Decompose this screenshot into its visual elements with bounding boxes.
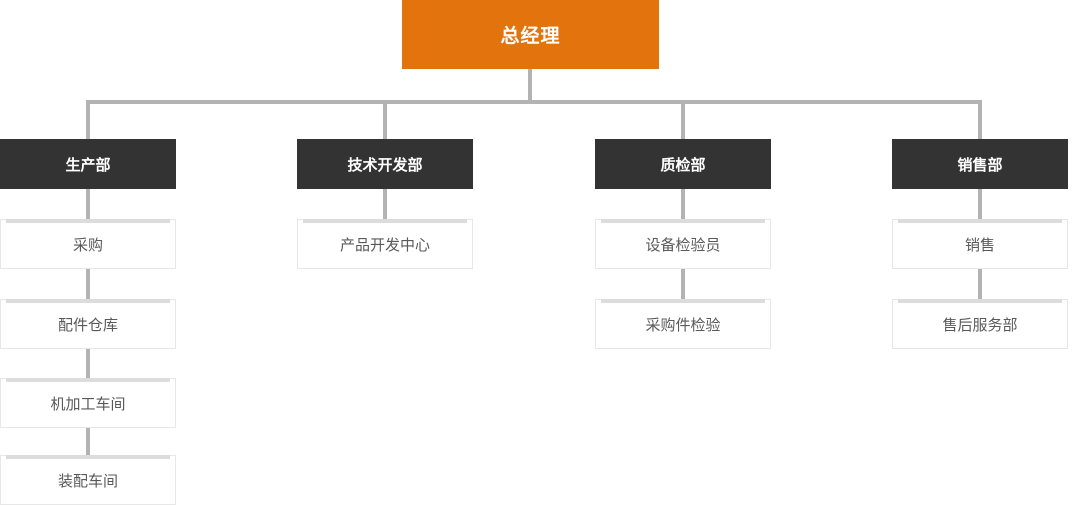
node-dept-tech-development: 技术开发部 <box>297 139 473 189</box>
node-machining-workshop: 机加工车间 <box>0 378 176 428</box>
node-after-sales-service: 售后服务部 <box>892 299 1068 349</box>
node-dept-quality-inspection: 质检部 <box>595 139 771 189</box>
connector-production-3 <box>86 349 90 378</box>
node-assembly-workshop: 装配车间 <box>0 455 176 505</box>
node-parts-warehouse: 配件仓库 <box>0 299 176 349</box>
connector-production-2 <box>86 269 90 299</box>
node-dept-sales: 销售部 <box>892 139 1068 189</box>
connector-production-4 <box>86 428 90 455</box>
connector-sales-1 <box>978 189 982 219</box>
connector-quality-inspection-1 <box>681 189 685 219</box>
connector-root-stem <box>528 69 532 104</box>
connector-horizontal-bar <box>86 100 980 104</box>
node-product-dev-center: 产品开发中心 <box>297 219 473 269</box>
node-dept-production: 生产部 <box>0 139 176 189</box>
connector-drop-tech-development <box>383 100 387 139</box>
connector-tech-development-1 <box>383 189 387 219</box>
connector-drop-sales <box>978 100 982 139</box>
node-equipment-inspector: 设备检验员 <box>595 219 771 269</box>
connector-drop-quality-inspection <box>681 100 685 139</box>
node-general-manager: 总经理 <box>402 0 659 69</box>
node-sales: 销售 <box>892 219 1068 269</box>
connector-quality-inspection-2 <box>681 269 685 299</box>
node-purchased-parts-inspection: 采购件检验 <box>595 299 771 349</box>
connector-sales-2 <box>978 269 982 299</box>
connector-drop-production <box>86 100 90 139</box>
node-purchasing: 采购 <box>0 219 176 269</box>
connector-production-1 <box>86 189 90 219</box>
